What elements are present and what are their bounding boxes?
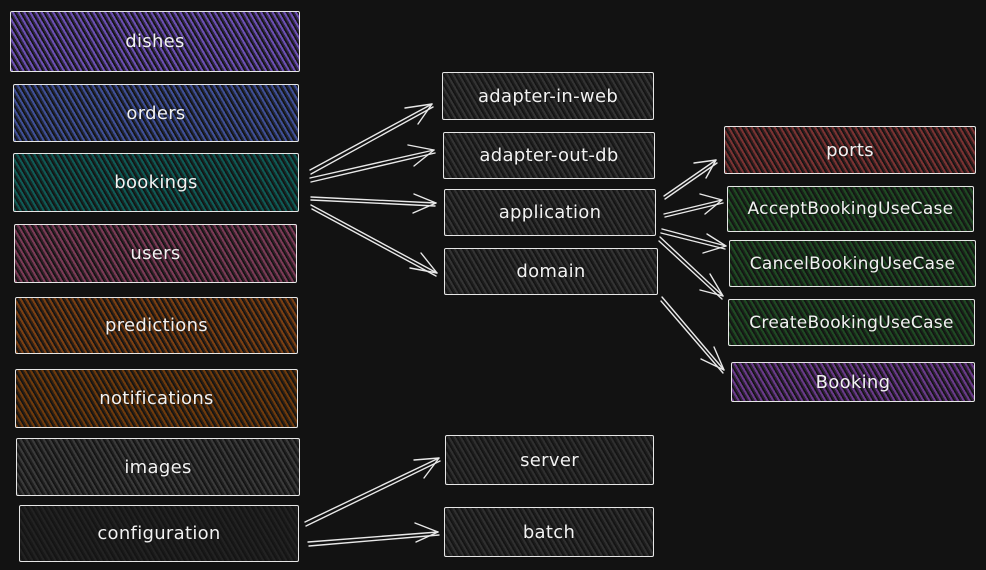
layer-label: application: [498, 202, 602, 223]
module-label: images: [124, 456, 192, 478]
layer-domain: domain: [444, 248, 658, 295]
app-cancel-booking-use-case: CancelBookingUseCase: [729, 240, 976, 287]
module-users: users: [14, 224, 297, 283]
config-batch: batch: [444, 507, 654, 557]
app-ports: ports: [724, 126, 976, 174]
arrow-bookings-domain: [310, 204, 438, 277]
module-images: images: [16, 438, 300, 496]
module-dishes: dishes: [10, 11, 300, 72]
module-label: notifications: [99, 388, 214, 409]
module-label: users: [130, 243, 181, 264]
module-label: orders: [126, 102, 186, 124]
arrow-bookings-adapter-out-db: [309, 144, 436, 183]
arrow-domain-booking: [660, 296, 725, 374]
arrow-application-accept: [663, 193, 724, 218]
layer-label: adapter-out-db: [479, 145, 619, 166]
app-accept-booking-use-case: AcceptBookingUseCase: [727, 186, 974, 232]
module-bookings: bookings: [13, 153, 299, 212]
arrow-configuration-server: [304, 457, 441, 527]
arrow-bookings-application: [310, 193, 437, 214]
arrow-application-create: [658, 236, 724, 300]
module-orders: orders: [13, 84, 299, 142]
arrow-application-ports: [663, 159, 718, 200]
arrow-bookings-adapter-in-web: [309, 103, 434, 175]
app-part-label: CreateBookingUseCase: [749, 312, 954, 333]
arrow-configuration-batch: [307, 522, 440, 547]
app-part-label: ports: [826, 139, 874, 161]
module-notifications: notifications: [15, 369, 298, 428]
module-label: dishes: [125, 31, 185, 52]
layer-application: application: [444, 189, 656, 236]
app-part-label: CancelBookingUseCase: [749, 253, 956, 274]
layer-label: adapter-in-web: [477, 85, 619, 107]
layer-adapter-out-db: adapter-out-db: [443, 132, 655, 179]
domain-booking: Booking: [731, 362, 975, 402]
domain-part-label: Booking: [815, 371, 891, 393]
module-label: configuration: [97, 523, 221, 544]
module-predictions: predictions: [15, 297, 298, 354]
app-create-booking-use-case: CreateBookingUseCase: [728, 299, 975, 346]
layer-label: domain: [516, 261, 586, 282]
app-part-label: AcceptBookingUseCase: [747, 199, 954, 219]
layer-adapter-in-web: adapter-in-web: [442, 72, 654, 120]
config-label: batch: [522, 521, 576, 543]
module-label: predictions: [105, 315, 208, 336]
arrow-application-cancel: [660, 228, 727, 254]
module-label: bookings: [114, 172, 198, 193]
config-label: server: [520, 449, 579, 471]
module-configuration: configuration: [19, 505, 299, 562]
config-server: server: [445, 435, 654, 485]
